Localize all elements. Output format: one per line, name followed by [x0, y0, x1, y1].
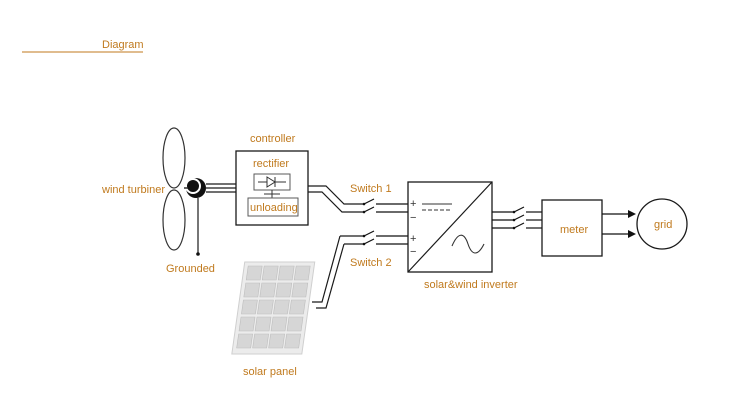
solar-switch2-wire-2	[316, 243, 345, 309]
dc-symbol-icon	[422, 203, 452, 211]
inverter-minus-1: −	[410, 212, 416, 224]
label-wind-turbine: wind turbiner	[101, 184, 165, 196]
solar-cells	[236, 265, 311, 349]
output-switches	[492, 206, 542, 230]
ground-point	[196, 252, 200, 256]
label-grid: grid	[654, 219, 672, 231]
label-inverter: solar&wind inverter	[424, 279, 518, 291]
inverter-divider	[407, 181, 493, 273]
inverter-minus-2: −	[410, 246, 416, 258]
meter-box	[541, 199, 603, 257]
diagram-title: Diagram	[102, 39, 144, 51]
switch1	[362, 198, 408, 214]
unloading-box	[247, 197, 299, 217]
inverter-plus-2: +	[410, 233, 416, 245]
label-unloading: unloading	[250, 202, 298, 214]
label-switch1: Switch 1	[350, 183, 392, 195]
meter-grid-arrows	[602, 210, 636, 238]
label-solar-panel: solar panel	[243, 366, 297, 378]
label-switch2: Switch 2	[350, 257, 392, 269]
inverter-plus-1: +	[410, 198, 416, 210]
label-meter: meter	[560, 224, 588, 236]
switch2	[362, 230, 408, 246]
label-controller: controller	[250, 133, 296, 145]
grid-circle	[636, 198, 688, 250]
wind-turbine	[162, 127, 206, 251]
turbine-blade-bottom	[162, 189, 186, 251]
label-grounded: Grounded	[166, 263, 215, 275]
label-rectifier: rectifier	[253, 158, 289, 170]
turbine-blade-top	[162, 127, 186, 189]
solar-panel	[231, 261, 316, 355]
solar-switch2-wire-1	[312, 235, 341, 303]
ac-wave-icon	[451, 234, 485, 254]
controller-switch1-wire-top	[308, 185, 364, 205]
controller-switch1-wire-bottom	[308, 191, 364, 213]
rectifier-icon	[253, 173, 291, 191]
turbine-hub-ring	[185, 178, 201, 194]
